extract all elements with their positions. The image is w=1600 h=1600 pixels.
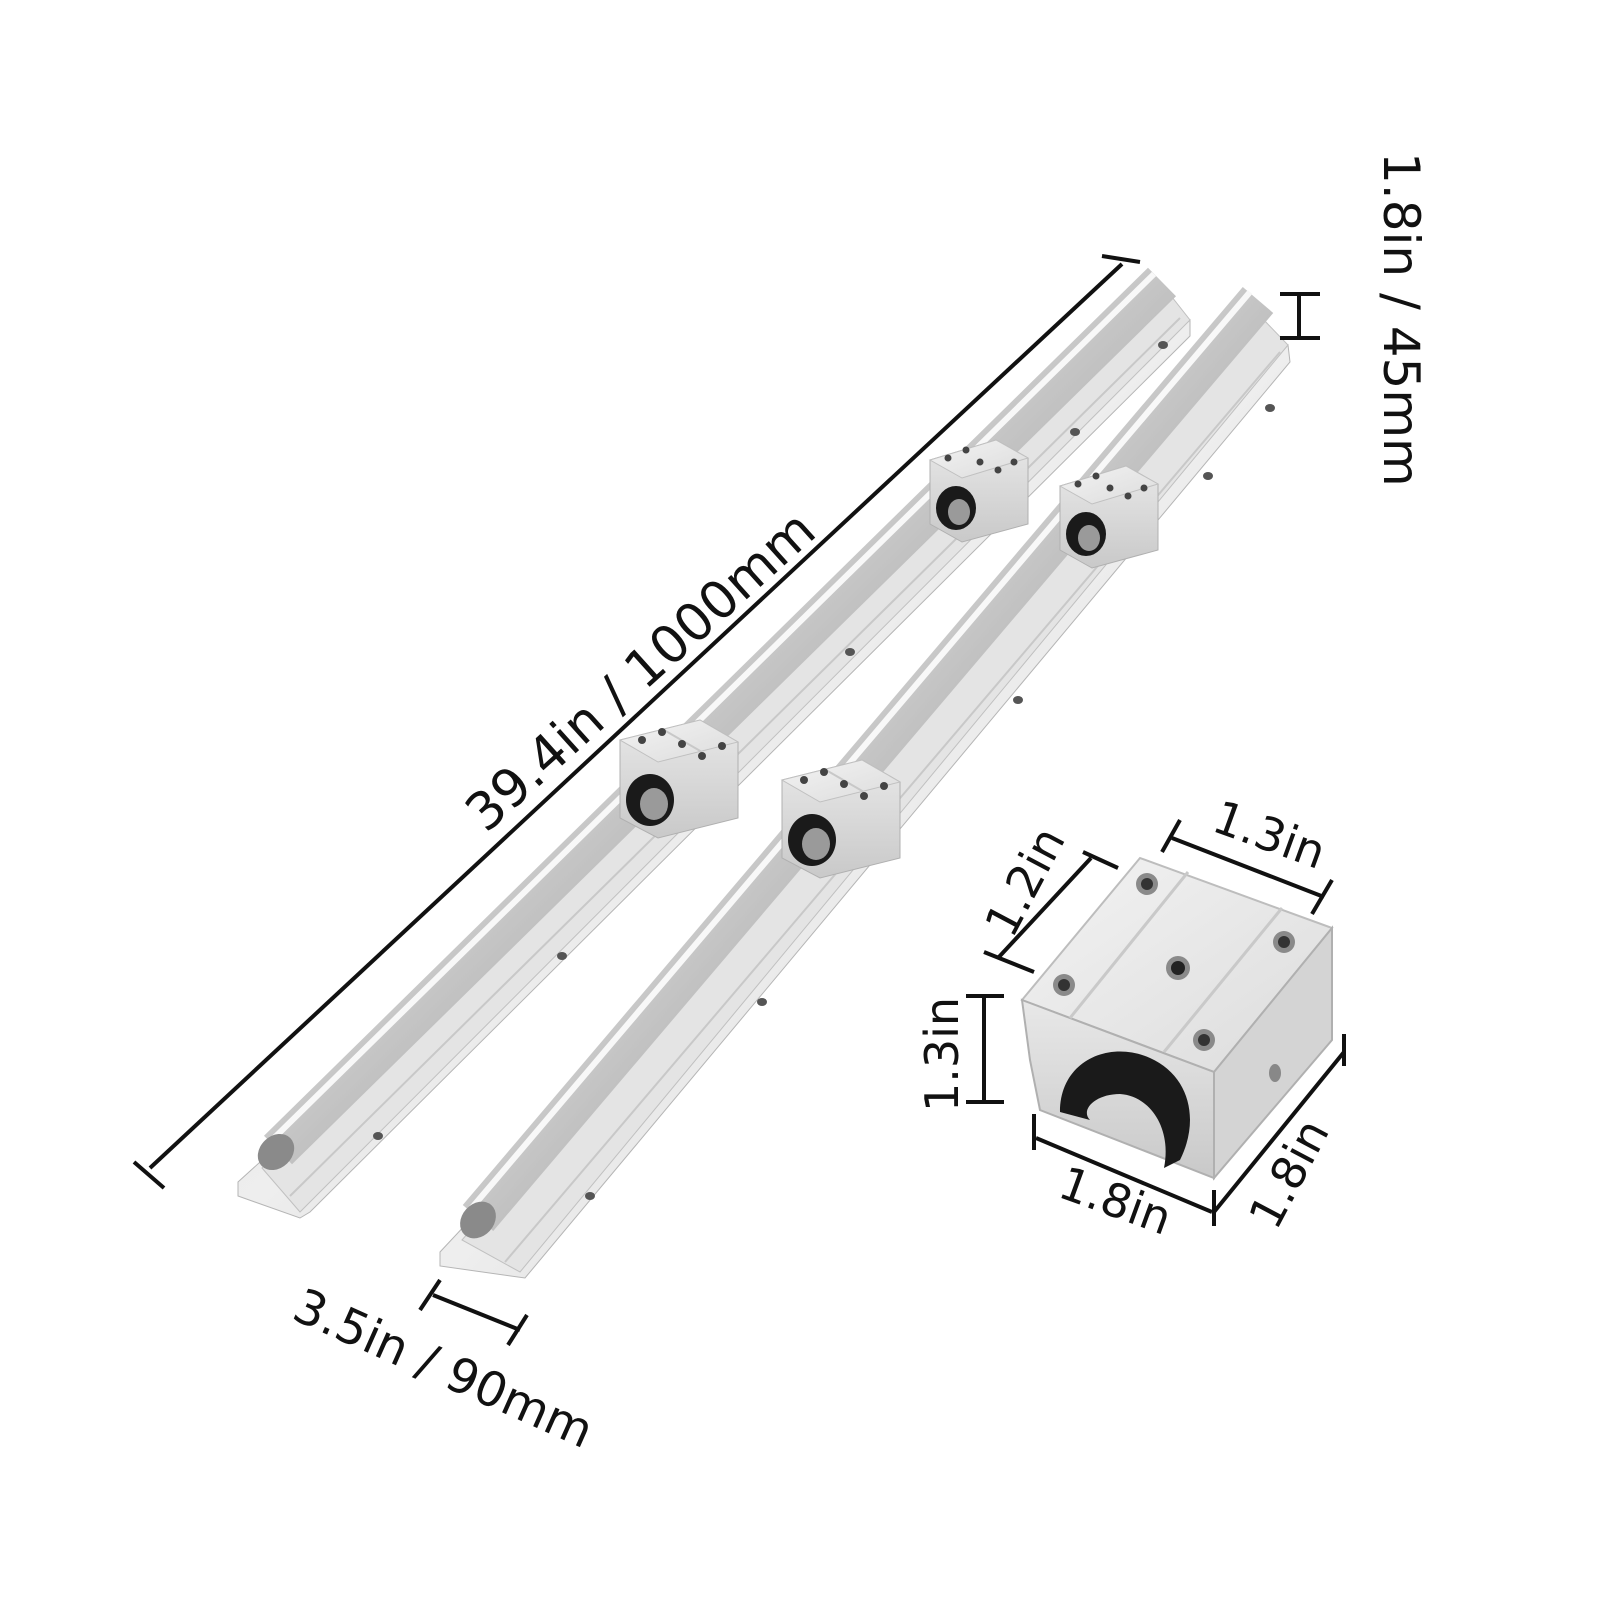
- detail-block-side-hole: [1269, 1064, 1281, 1082]
- rail-right-block-upper: [1058, 465, 1160, 569]
- label-block-front-width: 1.8in: [1052, 1156, 1179, 1246]
- rail-left-rod-end: [257, 1133, 295, 1171]
- rail-right-block-lower: [780, 759, 902, 879]
- detail-block-bearing-bore: [1060, 1051, 1190, 1168]
- detail-block: [1020, 856, 1334, 1181]
- label-block-top-width: 1.3in: [1206, 790, 1333, 880]
- rail-left-mount-holes: [373, 341, 1168, 1140]
- dimension-block-bore-height: 1.3in: [915, 994, 1004, 1112]
- rail-right-mount-holes: [585, 404, 1275, 1200]
- label-rail-base-width: 3.5in / 90mm: [285, 1278, 601, 1460]
- label-block-bore-height: 1.3in: [915, 997, 969, 1112]
- rail-right-rod: [462, 287, 1274, 1231]
- dimension-rail-height: 1.8in / 45mm: [1280, 152, 1430, 487]
- rail-right-rod-end: [460, 1201, 496, 1239]
- detail-block-side: [1213, 925, 1333, 1181]
- rail-left-block-lower: [618, 719, 740, 839]
- dimension-rail-base-width: 3.5in / 90mm: [285, 1278, 601, 1460]
- label-rail-height: 1.8in / 45mm: [1372, 152, 1430, 487]
- rail-left-rod: [263, 267, 1177, 1165]
- rail-left-block-upper: [928, 439, 1030, 543]
- detail-block-mount-holes: [1053, 873, 1295, 1051]
- label-block-top-depth: 1.2in: [974, 818, 1076, 945]
